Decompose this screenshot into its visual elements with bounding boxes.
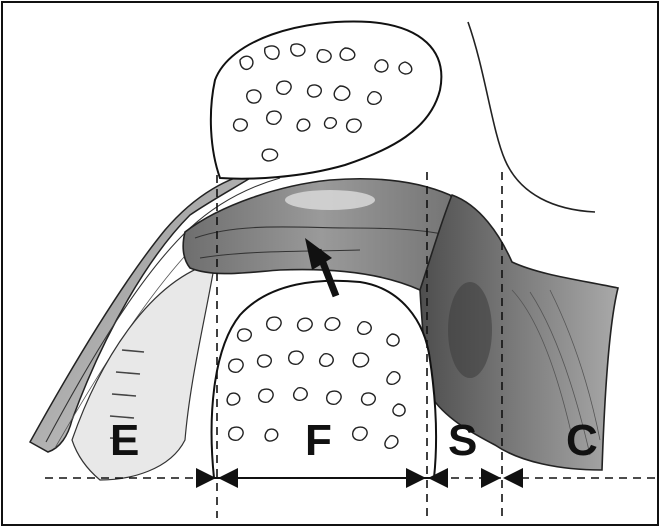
zone-label-c: C xyxy=(566,416,598,465)
zone-label-f: F xyxy=(305,416,332,465)
zone-label-s: S xyxy=(448,416,477,465)
zone-label-e: E xyxy=(110,416,139,465)
